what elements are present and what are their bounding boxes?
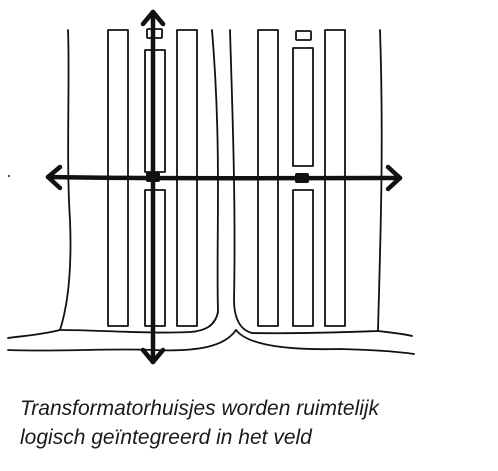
right-arrowhead bbox=[385, 164, 403, 192]
left-field-lower-road bbox=[7, 329, 237, 352]
horizontal-cable-route bbox=[45, 174, 403, 181]
left-field-right-edge bbox=[211, 29, 219, 313]
stray-mark bbox=[8, 175, 10, 177]
field-layout-sketch bbox=[7, 9, 415, 365]
panel-row bbox=[292, 47, 314, 167]
caption: Transformatorhuisjes worden ruimtelijk l… bbox=[20, 394, 490, 452]
cable-junction-node bbox=[146, 172, 160, 182]
caption-line-2: logisch geïntegreerd in het veld bbox=[20, 426, 312, 449]
caption-line-1: Transformatorhuisjes worden ruimtelijk bbox=[20, 397, 380, 420]
bottom-arrowhead bbox=[140, 347, 166, 365]
right-field-bottom-edge bbox=[251, 330, 413, 337]
right-field-left-edge bbox=[229, 29, 253, 334]
vertical-cable-route bbox=[150, 9, 156, 365]
left-arrowhead bbox=[45, 164, 63, 191]
right-field-lower-road bbox=[235, 329, 415, 355]
left-field-outline bbox=[7, 29, 72, 339]
panel-row bbox=[292, 189, 314, 327]
left-field-bottom-edge bbox=[59, 311, 219, 334]
right-field-right-edge bbox=[377, 29, 383, 332]
transformer-house bbox=[295, 30, 312, 41]
cable-junction-node bbox=[295, 173, 309, 183]
top-arrowhead bbox=[140, 9, 166, 27]
